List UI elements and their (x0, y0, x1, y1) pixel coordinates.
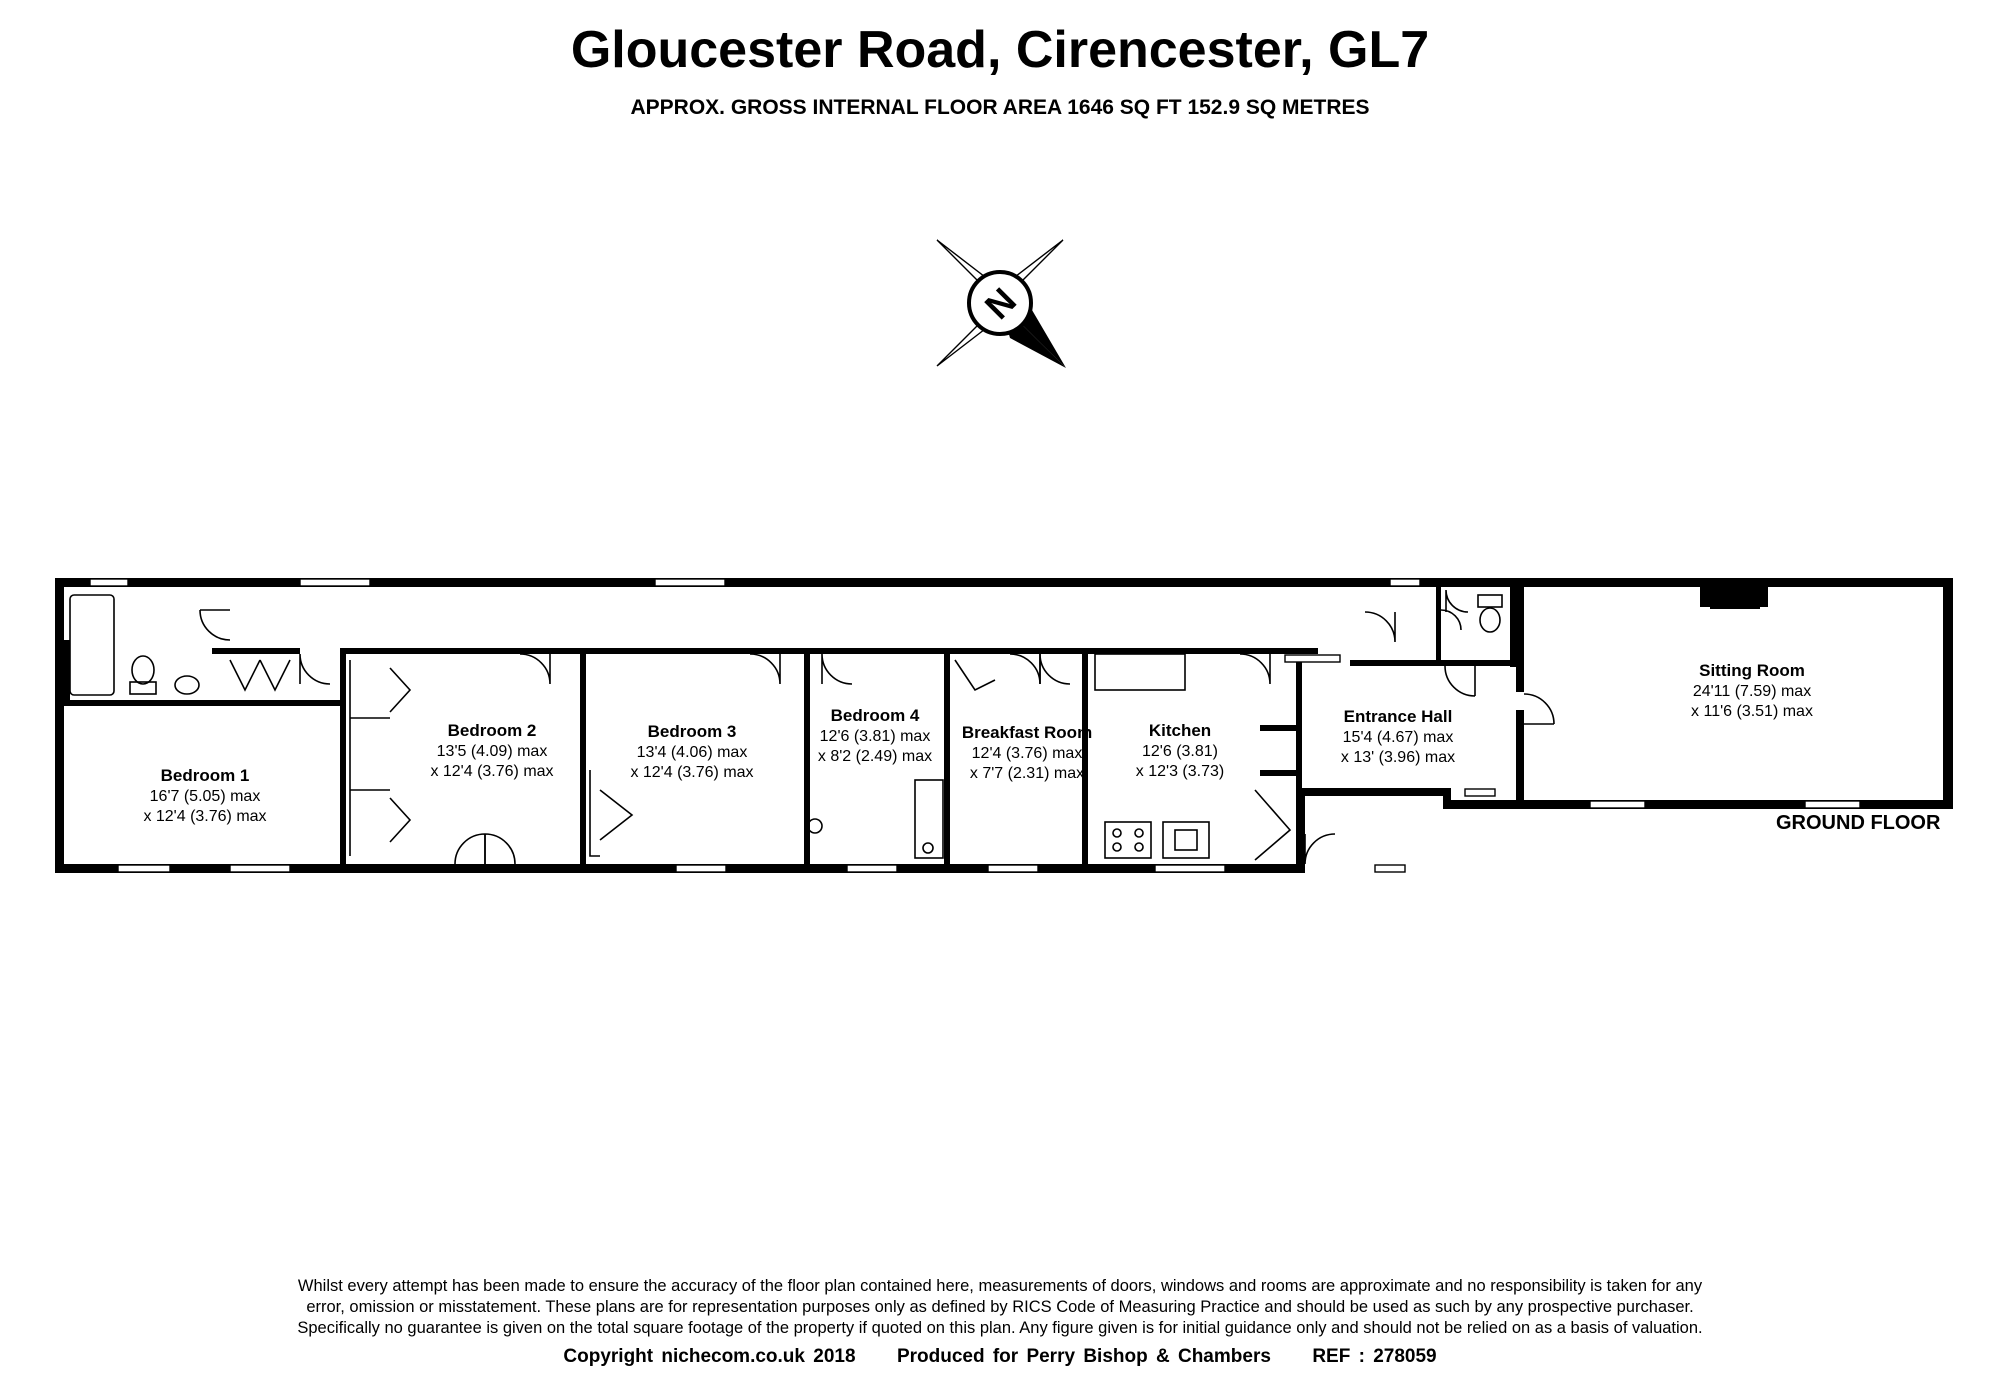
room-name: Bedroom 4 (831, 706, 920, 725)
copyright-text: Copyright nichecom.co.uk 2018 (563, 1346, 856, 1367)
disclaimer-line: Whilst every attempt has been made to en… (297, 1277, 1703, 1295)
kitchen-fixtures (807, 653, 1210, 859)
wardrobes (229, 659, 1292, 861)
sink-icon (1162, 821, 1210, 859)
room-breakfast-room: Breakfast Room 12'4 (3.76) max x 7'7 (2.… (962, 723, 1092, 782)
floor-level-label: GROUND FLOOR (1776, 812, 1941, 834)
room-name: Bedroom 3 (648, 722, 737, 741)
room-bedroom-4: Bedroom 4 12'6 (3.81) max x 8'2 (2.49) m… (818, 706, 932, 765)
room-bedroom-1: Bedroom 1 16'7 (5.05) max x 12'4 (3.76) … (143, 766, 266, 825)
room-dimension: x 12'3 (3.73) (1136, 763, 1224, 780)
room-name: Breakfast Room (962, 723, 1092, 742)
basin-icon (174, 675, 200, 695)
room-name: Entrance Hall (1344, 707, 1453, 726)
room-name: Kitchen (1149, 721, 1211, 740)
room-dimension: 13'4 (4.06) max (637, 744, 748, 761)
room-bedroom-2: Bedroom 2 13'5 (4.09) max x 12'4 (3.76) … (430, 721, 553, 780)
room-dimension: 16'7 (5.05) max (150, 788, 261, 805)
bathroom-fixtures (69, 594, 1503, 696)
plan-title: Gloucester Road, Cirencester, GL7 (570, 21, 1430, 79)
interior-walls (64, 587, 1760, 873)
produced-for-text: Produced for Perry Bishop & Chambers (896, 1346, 1271, 1367)
windows (89, 578, 1861, 873)
room-dimension: x 7'7 (2.31) max (970, 765, 1084, 782)
room-dimension: 13'5 (4.09) max (437, 743, 548, 760)
room-bedroom-3: Bedroom 3 13'4 (4.06) max x 12'4 (3.76) … (630, 722, 753, 781)
reference-text: REF : 278059 (1312, 1346, 1437, 1367)
room-dimension: x 8'2 (2.49) max (818, 748, 932, 765)
bath-icon (69, 594, 115, 696)
disclaimer-line: error, omission or misstatement. These p… (306, 1298, 1694, 1316)
copyright-line: Copyright nichecom.co.uk 2018 Produced f… (0, 1346, 2000, 1368)
wc-toilet-icon (1479, 607, 1501, 633)
disclaimer: Whilst every attempt has been made to en… (200, 1276, 1800, 1339)
doors (199, 589, 1555, 865)
room-name: Sitting Room (1699, 661, 1805, 680)
room-dimension: 15'4 (4.67) max (1343, 729, 1454, 746)
hob-icon (1104, 821, 1152, 859)
compass-rose-icon: N (936, 239, 1066, 368)
room-dimension: x 11'6 (3.51) max (1691, 703, 1813, 720)
toilet-icon (131, 655, 155, 685)
room-dimension: 12'4 (3.76) max (972, 745, 1083, 762)
room-dimension: 24'11 (7.59) max (1693, 683, 1811, 700)
room-dimension: 12'6 (3.81) (1142, 743, 1218, 760)
room-dimension: x 12'4 (3.76) max (430, 763, 553, 780)
room-entrance-hall: Entrance Hall 15'4 (4.67) max x 13' (3.9… (1341, 707, 1455, 766)
room-name: Bedroom 2 (448, 721, 537, 740)
room-dimension: x 12'4 (3.76) max (143, 808, 266, 825)
room-dimension: x 13' (3.96) max (1341, 749, 1455, 766)
room-dimension: x 12'4 (3.76) max (630, 764, 753, 781)
fireplace-icon (1700, 587, 1768, 607)
room-dimension: 12'6 (3.81) max (820, 728, 931, 745)
disclaimer-line: Specifically no guarantee is given on th… (297, 1319, 1703, 1337)
room-name: Bedroom 1 (161, 766, 250, 785)
room-kitchen: Kitchen 12'6 (3.81) x 12'3 (3.73) (1136, 721, 1224, 780)
room-sitting-room: Sitting Room 24'11 (7.59) max x 11'6 (3.… (1691, 661, 1813, 720)
floor-area-subtitle: APPROX. GROSS INTERNAL FLOOR AREA 1646 S… (630, 96, 1370, 119)
